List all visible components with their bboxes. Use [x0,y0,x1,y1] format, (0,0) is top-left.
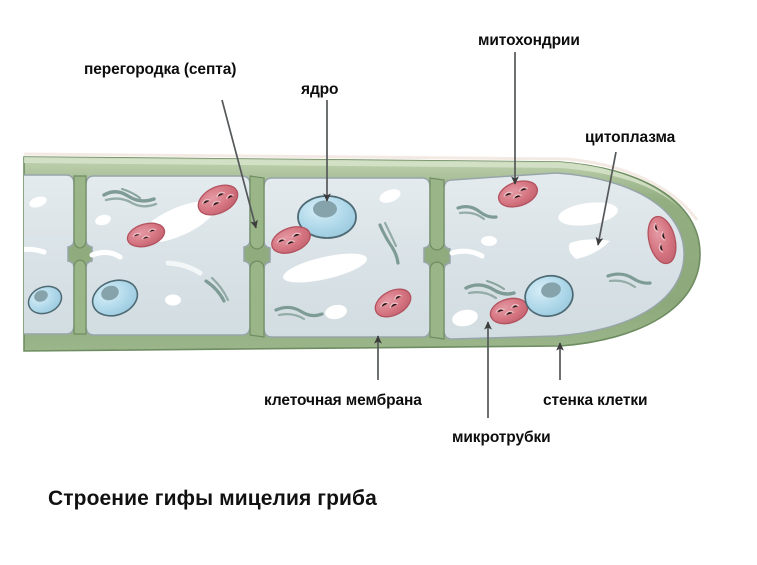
vacuole [449,248,485,259]
label-nucleus: ядро [301,81,339,98]
label-microtubules: микротрубки [452,429,551,446]
septum-leader [221,99,258,229]
vacuole [165,260,203,276]
vacuole [379,189,401,203]
microtubule-bundle [274,305,324,321]
septum [249,260,265,338]
septa [73,175,445,340]
label-mitochondria: митохондрии [478,32,580,49]
septum [73,259,87,335]
vacuole [283,253,367,283]
label-cellwall: стенка клетки [543,392,648,409]
mitochondrion [271,226,311,254]
mitochondrion [126,222,166,248]
microtubule-bundle [204,276,230,303]
figure-caption: Строение гифы мицелия гриба [48,487,377,510]
septum [249,175,265,250]
label-septum: перегородка (септа) [84,61,237,78]
vacuole [24,246,47,256]
vacuole [325,304,347,320]
cytoplasm-leader [595,151,617,246]
microtubule-bundle [378,221,400,265]
vacuole [29,196,47,208]
vacuole [89,249,123,260]
nucleolus [101,285,119,301]
label-cytoplasm: цитоплазма [585,129,676,146]
nucleolus [541,282,561,298]
vacuole [95,214,111,226]
mitochondrion [647,215,677,265]
vacuole [165,294,181,306]
mitochondrion [374,288,412,318]
septum [73,175,87,249]
vacuole [452,309,478,327]
label-membrane: клеточная мембрана [264,392,422,409]
microtubule-bundle [606,272,652,289]
microtubule-bundle [464,280,516,300]
septum [429,261,445,340]
vacuole [481,236,497,246]
septum [429,177,445,251]
microtubule-bundle [456,205,498,221]
organelles [24,180,677,327]
mitochondrion [489,297,529,325]
nucleolus [313,200,337,218]
mitochondrion [197,184,239,216]
nucleolus [34,290,48,302]
microtubule-bundle [102,188,158,208]
